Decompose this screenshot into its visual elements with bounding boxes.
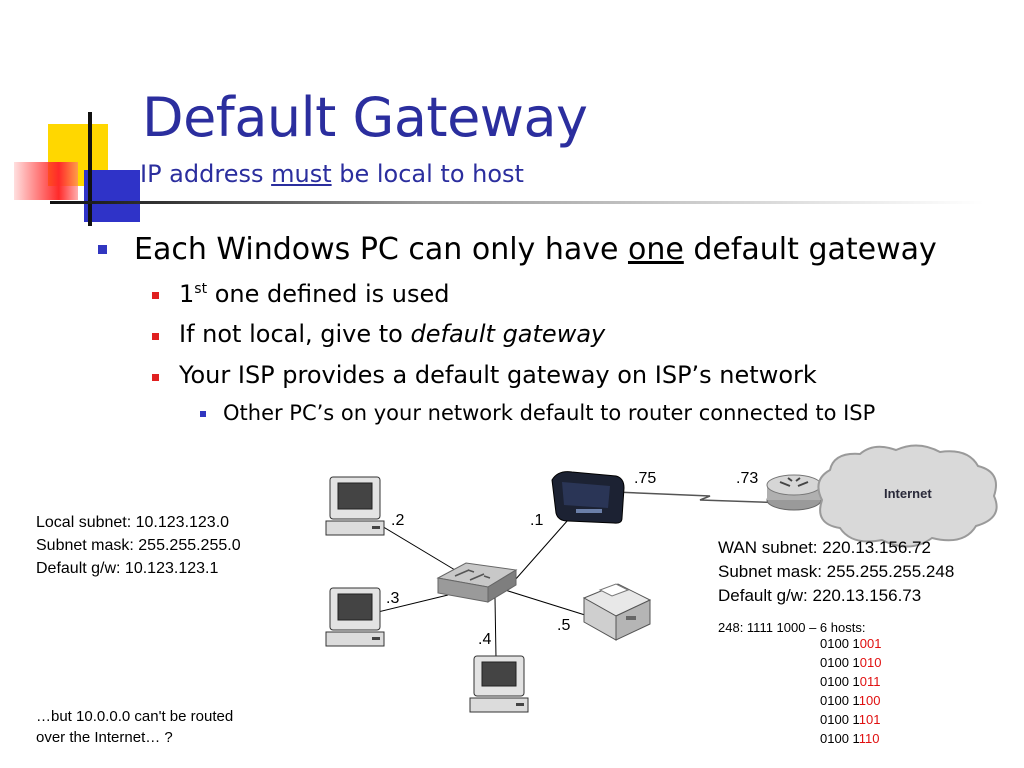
decor-vertical-line [88, 112, 92, 226]
binary-header: 248: 1111 1000 – 6 hosts: [718, 620, 866, 635]
link-printer [504, 589, 586, 616]
label-router-lan: .1 [530, 512, 544, 529]
link-pc-bottom [494, 597, 497, 659]
note-line: …but 10.0.0.0 can't be routed [36, 708, 234, 725]
pc-icon [325, 476, 385, 536]
local-mask-line: Subnet mask: 255.255.255.0 [36, 537, 241, 554]
bullet-square [98, 245, 107, 254]
label-pc-mid: .3 [386, 590, 400, 607]
label-isp-router: .73 [736, 470, 759, 487]
routing-note: …but 10.0.0.0 can't be routed over the I… [36, 706, 233, 748]
internet-cloud-icon [817, 444, 998, 548]
link-router [514, 519, 569, 581]
local-gateway-line: Default g/w: 10.123.123.1 [36, 560, 219, 577]
wan-subnet-line: WAN subnet: 220.13.156.72 [718, 538, 931, 557]
wan-gateway-line: Default g/w: 220.13.156.73 [718, 586, 922, 605]
label-pc-bottom: .4 [478, 631, 492, 648]
bullet-square [152, 292, 159, 299]
title-underline [50, 201, 984, 204]
label-pc-top: .2 [391, 512, 405, 529]
bullet-square [152, 374, 159, 381]
router-icon [551, 471, 625, 524]
pc-icon [325, 587, 385, 647]
bullet-level2: 1st one defined is used [179, 280, 450, 308]
label-router-wan: .75 [634, 470, 657, 487]
local-subnet-info: Local subnet: 10.123.123.0 Subnet mask: … [36, 511, 241, 580]
note-line: over the Internet… ? [36, 729, 173, 746]
pc-icon [469, 655, 529, 713]
slide-title: Default Gateway [142, 86, 588, 149]
local-subnet-line: Local subnet: 10.123.123.0 [36, 514, 230, 531]
binary-row: 0100 1010 [820, 655, 882, 670]
bullet-level1: Each Windows PC can only have one defaul… [134, 232, 937, 267]
wan-subnet-info: WAN subnet: 220.13.156.72 Subnet mask: 2… [718, 536, 954, 608]
binary-row: 0100 1110 [820, 731, 880, 746]
slide-subtitle: IP address must be local to host [140, 160, 524, 188]
bullet-level2: Your ISP provides a default gateway on I… [179, 361, 817, 389]
isp-router-icon [766, 474, 822, 511]
switch-icon [436, 562, 518, 603]
label-printer: .5 [557, 617, 571, 634]
link-pc-top [379, 524, 456, 571]
binary-host-list: 0100 1001 0100 1010 0100 1011 0100 1100 … [820, 634, 881, 748]
bullet-square [200, 411, 206, 417]
binary-row: 0100 1011 [820, 674, 881, 689]
bullet-level2: If not local, give to default gateway [179, 320, 606, 348]
bullet-level3: Other PC’s on your network default to ro… [223, 401, 876, 425]
decor-blue-square [84, 170, 140, 222]
cloud-label: Internet [884, 486, 932, 501]
binary-row: 0100 1001 [820, 636, 882, 651]
binary-row: 0100 1101 [820, 712, 881, 727]
printer-icon [582, 583, 652, 641]
bullet-square [152, 333, 159, 340]
binary-row: 0100 1100 [820, 693, 881, 708]
wan-link [614, 491, 791, 504]
link-pc-mid [377, 594, 449, 613]
wan-mask-line: Subnet mask: 255.255.255.248 [718, 562, 955, 581]
decor-red-bar [14, 162, 78, 200]
